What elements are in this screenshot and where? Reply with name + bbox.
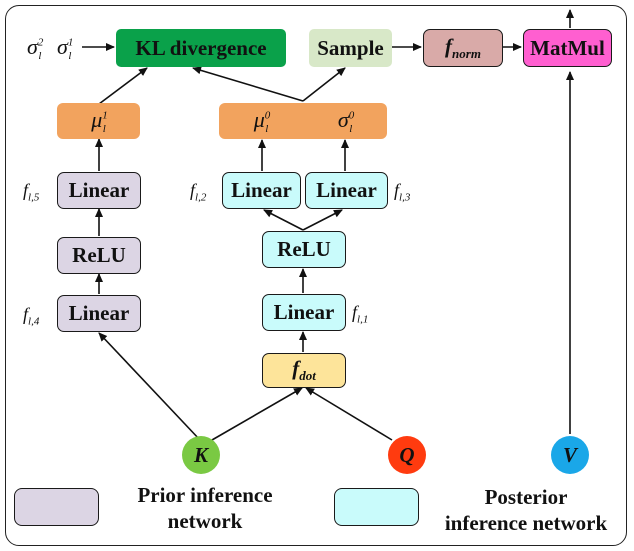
legend-posterior-swatch — [334, 488, 419, 526]
f-norm-label: fnorm — [445, 33, 481, 62]
arrow-post-to-kl — [192, 66, 304, 102]
f-l5-label: fl,5 — [23, 180, 40, 204]
sigma-one-label: σ1l — [57, 34, 74, 63]
mu-posterior-label: μ0l — [253, 106, 271, 136]
q-input-node: Q — [388, 436, 426, 474]
sample-box: Sample — [309, 29, 392, 67]
posterior-relu-box: ReLU — [262, 231, 346, 268]
f-dot-box: fdot — [262, 353, 346, 388]
posterior-linear-bottom-box: Linear — [262, 294, 346, 331]
v-input-node: V — [551, 436, 589, 474]
prior-linear-bottom-label: Linear — [68, 301, 130, 325]
f-norm-box: fnorm — [423, 29, 503, 67]
arrow-relu-to-linear-right — [302, 209, 343, 231]
diagram-frame — [5, 5, 627, 546]
f-l1-label: fl,1 — [352, 302, 369, 326]
posterior-linear-right-label: Linear — [316, 178, 377, 202]
posterior-linear-right-box: Linear — [305, 172, 388, 209]
prior-linear-top-label: Linear — [68, 178, 130, 202]
posterior-relu-label: ReLU — [277, 237, 331, 261]
prior-linear-bottom-box: Linear — [57, 295, 141, 332]
f-l3-label: fl,3 — [394, 180, 411, 204]
matmul-box: MatMul — [523, 29, 612, 67]
posterior-output-box: μ0l σ0l — [219, 103, 387, 139]
arrow-k-to-prior-linear — [98, 332, 201, 441]
sample-label: Sample — [317, 35, 384, 60]
posterior-linear-left-label: Linear — [231, 178, 292, 202]
mu-prior-box: μ1l — [57, 103, 140, 139]
f-dot-label: fdot — [292, 356, 316, 384]
prior-relu-label: ReLU — [72, 243, 126, 267]
sigma-posterior-label: σ0l — [337, 106, 355, 136]
posterior-linear-left-box: Linear — [222, 172, 301, 209]
f-l4-label: fl,4 — [23, 304, 40, 328]
kl-divergence-label: KL divergence — [135, 35, 267, 60]
arrow-relu-to-linear-left — [263, 209, 304, 231]
arrow-mu-prior-to-kl — [98, 67, 148, 105]
arrow-k-to-fdot — [211, 387, 303, 441]
sigma-squared-label: σ2l — [27, 34, 44, 63]
prior-relu-box: ReLU — [57, 237, 141, 274]
prior-linear-top-box: Linear — [57, 172, 141, 209]
posterior-linear-bottom-label: Linear — [273, 300, 335, 324]
mu-prior-label: μ1l — [91, 106, 108, 136]
arrow-post-to-sample — [302, 67, 346, 102]
matmul-label: MatMul — [530, 35, 605, 60]
arrow-q-to-fdot — [305, 387, 393, 441]
legend-prior-swatch — [14, 488, 99, 526]
f-l2-label: fl,2 — [190, 180, 207, 204]
k-input-node: K — [182, 436, 220, 474]
kl-divergence-box: KL divergence — [116, 29, 286, 67]
